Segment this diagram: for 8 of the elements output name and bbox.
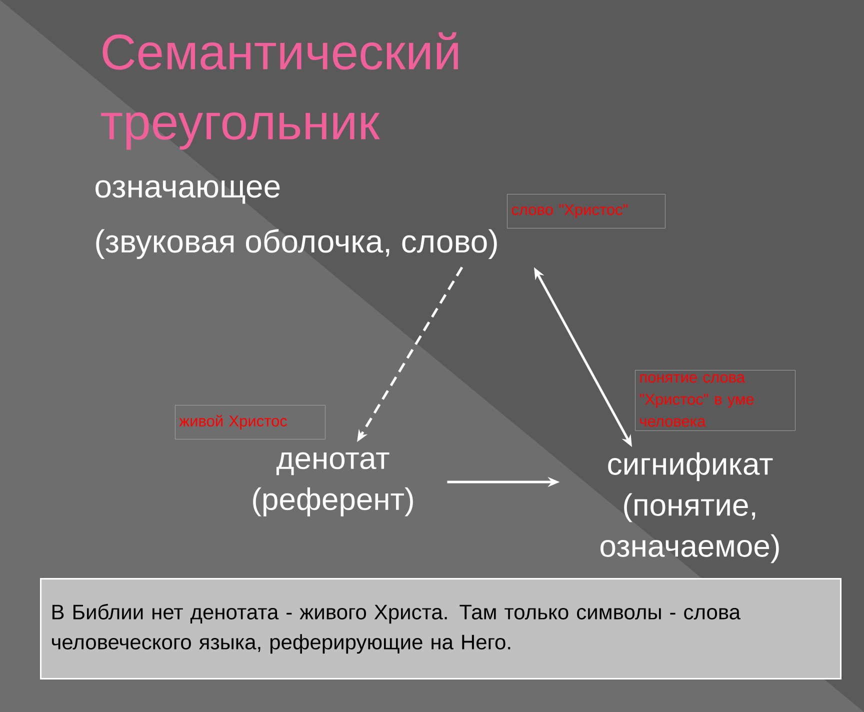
slide-title: Семантический треугольник [101, 32, 458, 150]
note-box: В Библии нет денотата - живого Христа. Там только символы - слова человеческого языка, реферирующие на Него. [40, 578, 842, 680]
term-label: означающее (звуковая оболочка, слово) [96, 180, 497, 260]
term-label: сигнификат (понятие, означаемое) [600, 452, 779, 564]
annotation-box: слово "Христос" [507, 194, 666, 228]
annotation-box: живой Христос [175, 405, 326, 440]
annotation-box: понятие слова "Христос" в уме человека [635, 370, 796, 431]
term-label: денотат (референт) [253, 452, 413, 516]
